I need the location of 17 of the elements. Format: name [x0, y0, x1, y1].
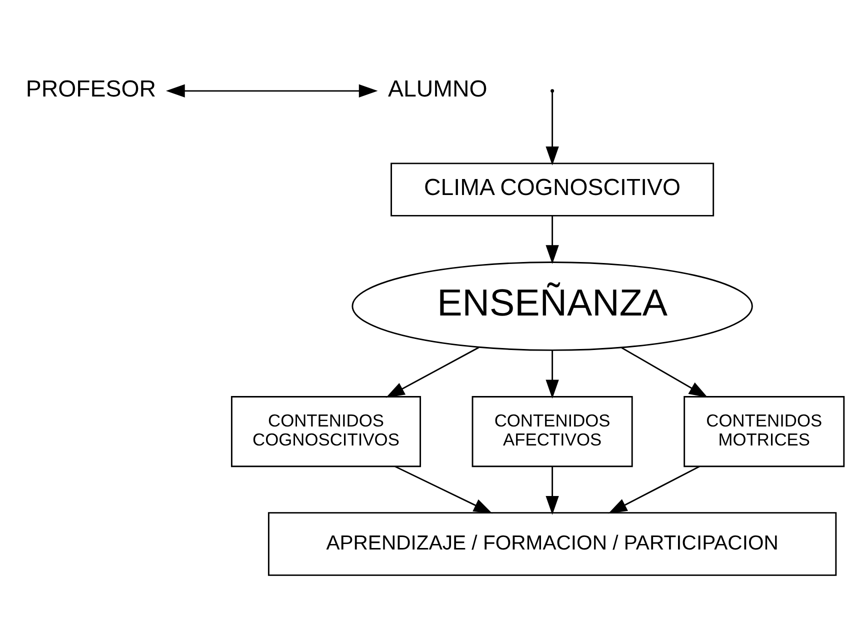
arrow [621, 346, 708, 398]
node-box: APRENDIZAJE / FORMACION / PARTICIPACION [268, 512, 837, 576]
arrow [386, 346, 480, 398]
arrow [546, 466, 559, 514]
arrow [608, 465, 700, 514]
node-box: CONTENIDOS AFECTIVOS [472, 396, 633, 467]
arrow [546, 92, 559, 165]
node-ellipse: ENSEÑANZA [352, 261, 753, 350]
node-box: CONTENIDOS COGNOSCITIVOS [230, 396, 422, 467]
node-box: CONTENIDOS MOTRICES [684, 396, 845, 467]
arrow [166, 84, 378, 98]
arrow [546, 350, 559, 398]
arrow [546, 215, 559, 264]
node-box: CLIMA COGNOSCITIVO [390, 162, 714, 216]
node-text: ALUMNO [388, 74, 488, 101]
arrow [394, 465, 492, 514]
node-text: PROFESOR [26, 74, 156, 101]
